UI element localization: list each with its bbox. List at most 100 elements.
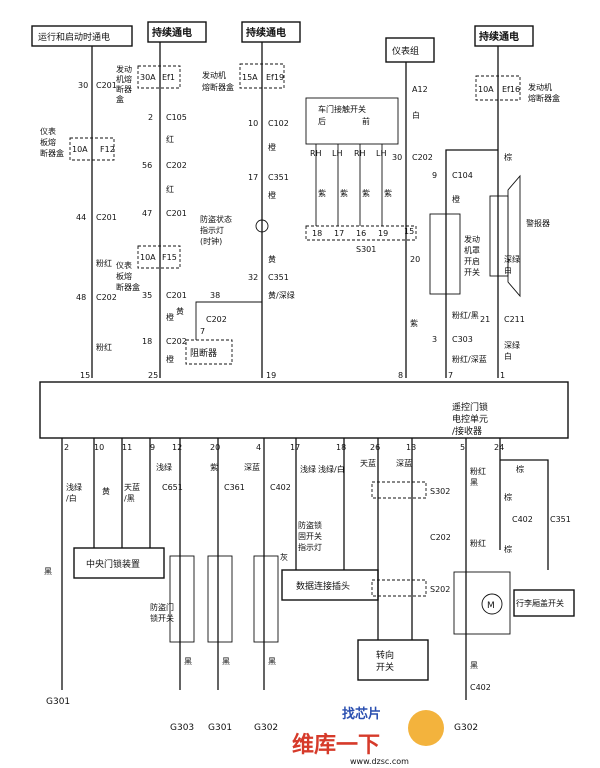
s301-out-20: 20 [410, 255, 420, 264]
conn-18: 18 [142, 337, 152, 346]
door-pin-rh-2: RH [354, 149, 366, 158]
trunk-switch-box [513, 589, 575, 617]
fuse-f15-desc-2: 板熔 [116, 271, 132, 281]
fuse-f15-box [137, 245, 181, 269]
antitheft-lamp-2: 指示灯 [200, 225, 224, 235]
ground-g302-b: G302 [454, 723, 478, 733]
module-top-pin-25: 25 [148, 371, 158, 380]
door-switch-box [305, 97, 399, 145]
fuse-ef1-box [137, 65, 181, 89]
conn-c651: C651 [162, 483, 183, 492]
fuse-ef19-rating: 15A [242, 73, 258, 82]
fuse-ef16-box [475, 75, 521, 101]
conn-35: 35 [142, 291, 152, 300]
fuse-f15-desc-3: 断器盒 [116, 282, 140, 292]
conn-7: 7 [200, 327, 205, 336]
data-link-box [281, 569, 379, 601]
conn-10: 10 [248, 119, 258, 128]
wire-b-24-branch [500, 459, 549, 570]
cluster-label: 仪表组 [392, 45, 419, 57]
cluster-box [385, 37, 435, 63]
conn-21: 21 [480, 315, 490, 324]
conn-38: 38 [210, 291, 220, 300]
conn-c202-4: C202 [206, 315, 227, 324]
watermark-cn: 维库一下 [292, 732, 380, 758]
wire-label-black-4: 黑 [268, 657, 276, 666]
antitheft-sw-label-3: 指示灯 [298, 542, 322, 552]
turn-switch-label-2: 开关 [376, 661, 394, 673]
ground-g302: G302 [254, 723, 278, 733]
conn-c201-4: C201 [166, 291, 187, 300]
wire-label-dkgreen-2: 深绿 [504, 341, 520, 350]
always-power-label-3: 持续通电 [479, 30, 519, 43]
door-pin-lh-2: LH [376, 149, 386, 158]
fuse-f15-desc-1: 仪表 [116, 260, 132, 270]
conn-44: 44 [76, 213, 86, 222]
fuse-f12-box [69, 137, 115, 161]
conn-17: 17 [248, 173, 258, 182]
lock-switch-1 [169, 555, 195, 643]
door-lock-switch-label-2: 锁开关 [150, 613, 174, 623]
module-bot-pin-20: 20 [210, 443, 220, 452]
module-label-1: 遥控门锁 [452, 401, 488, 413]
fuse-f12-id: F12 [100, 145, 115, 154]
fuse-ef16-desc-1: 发动机 [528, 82, 552, 92]
conn-c402: C402 [270, 483, 291, 492]
splice-s302-label: S302 [430, 487, 450, 496]
conn-c351: C351 [268, 173, 289, 182]
conn-c202-b: C202 [430, 533, 451, 542]
antitheft-lamp-1: 防盗状态 [200, 214, 232, 224]
wire-label-brown-b3: 棕 [504, 544, 512, 554]
fuse-ef1-id: Ef1 [162, 73, 175, 82]
module-top-pin-15: 15 [80, 371, 90, 380]
module-top-pin-7: 7 [448, 371, 453, 380]
conn-30: 30 [78, 81, 88, 90]
watermark-url: www.dzsc.com [350, 757, 409, 766]
conn-c402-b: C402 [512, 515, 533, 524]
wire-label-black-3: 黑 [222, 657, 230, 666]
wire-label-pinkred-b: 粉红 [470, 538, 486, 548]
remote-lock-module [39, 381, 569, 439]
turn-switch-label-1: 转向 [376, 649, 394, 661]
lock-switch-2 [207, 555, 233, 643]
wire-label-red-2: 红 [166, 184, 174, 194]
wire-label-yellow-2: 黄 [176, 306, 184, 316]
wire-label-gray: 灰 [280, 552, 288, 562]
conn-c361: C361 [224, 483, 245, 492]
lock-switch-3 [253, 555, 279, 643]
data-link-label: 数据连接插头 [296, 580, 350, 592]
s301-pin-19: 19 [378, 229, 388, 238]
fuse-f15-id: F15 [162, 253, 177, 262]
wire-label-purple-b: 紫 [210, 463, 218, 472]
horn-body [489, 195, 509, 277]
fuse-f12-desc-1: 仪表 [40, 126, 56, 136]
module-bot-pin-18: 18 [336, 443, 346, 452]
module-top-pin-8: 8 [398, 371, 403, 380]
wire-label-pinkred-black-b1: 粉红 [470, 466, 486, 476]
ground-g301: G301 [46, 697, 70, 707]
wire-label-brown-b1: 棕 [516, 464, 524, 474]
conn-c201-2: C201 [96, 213, 117, 222]
conn-48: 48 [76, 293, 86, 302]
splice-s202 [371, 579, 427, 597]
wire-label-white: 白 [412, 110, 420, 120]
fuse-ef19-box [239, 63, 285, 89]
module-top-pin-19: 19 [266, 371, 276, 380]
antitheft-sw-label-2: 固开关 [298, 531, 322, 541]
conn-c211: C211 [504, 315, 525, 324]
fuse-ef16-rating: 10A [478, 85, 494, 94]
s301-pin-17: 17 [334, 229, 344, 238]
module-bot-pin-11: 11 [122, 443, 132, 452]
wire-label-ltgreen-2: 浅绿 [300, 464, 316, 474]
conn-c202-2: C202 [166, 161, 187, 170]
wire-label-orange-3: 橙 [268, 142, 276, 152]
wire-label-brown-1: 棕 [504, 152, 512, 162]
module-bot-pin-26: 26 [370, 443, 380, 452]
fuse-ef16-id: Ef16 [502, 85, 520, 94]
s301-pin-16: 16 [356, 229, 366, 238]
module-bot-pin-2: 2 [64, 443, 69, 452]
wire-label-ltblue-1: 天蓝 [360, 458, 376, 468]
run-start-label: 运行和启动时通电 [38, 31, 110, 43]
wire-label-ltgreen-1: 浅绿 [156, 462, 172, 472]
